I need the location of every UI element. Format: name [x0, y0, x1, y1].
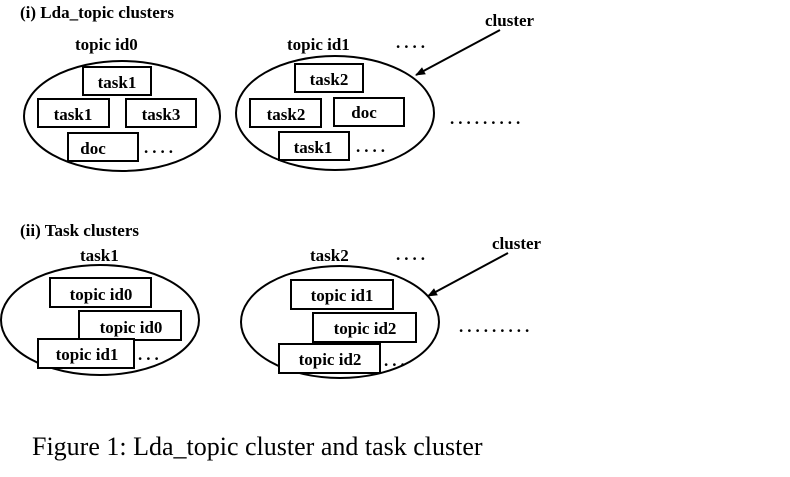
- section1-right-item-3: doc: [333, 97, 405, 127]
- section1-right-item-2: task2: [249, 98, 322, 128]
- section2-left-item-3: topic id1: [37, 338, 135, 369]
- item-label: doc: [80, 139, 106, 158]
- item-label: task2: [267, 105, 306, 124]
- section1-left-title: topic id0: [75, 35, 138, 54]
- section2-pointer-arrow: [427, 252, 509, 297]
- section2-right-title-trail: ....: [396, 245, 429, 264]
- section1-right-title: topic id1: [287, 35, 350, 54]
- item-label: task3: [142, 105, 181, 124]
- section1-right-cluster-ellipse: [235, 55, 435, 171]
- item-label: task2: [310, 70, 349, 89]
- section1-right-title-trail: ....: [396, 33, 429, 52]
- section2-left-item-2: topic id0: [78, 310, 182, 341]
- item-label: task1: [54, 105, 93, 124]
- section1-left-item-2: task1: [37, 98, 110, 128]
- section2-right-item-3: topic id2: [278, 343, 381, 374]
- item-label: topic id0: [70, 285, 133, 304]
- section2-right-item-2: topic id2: [312, 312, 417, 343]
- section1-left-item-1: task1: [82, 66, 152, 96]
- section2-right-item-1: topic id1: [290, 279, 394, 310]
- section2-left-item-1: topic id0: [49, 277, 152, 308]
- item-label: topic id2: [299, 350, 362, 369]
- item-label: topic id2: [334, 319, 397, 338]
- section1-left-cluster-ellipse: [23, 60, 221, 172]
- section1-right-trail: ....: [356, 137, 389, 156]
- section1-left-item-3: task3: [125, 98, 197, 128]
- item-label: topic id1: [311, 286, 374, 305]
- item-label: doc: [351, 103, 377, 122]
- section2-left-title: task1: [80, 246, 119, 265]
- section2-right-title: task2: [310, 246, 349, 265]
- section1-right-item-4: task1: [278, 131, 350, 161]
- section2-right-trail: ...: [384, 351, 409, 370]
- section2-outer-trail: .........: [459, 317, 533, 336]
- item-label: task1: [294, 138, 333, 157]
- section2-left-cluster-ellipse: [0, 264, 200, 376]
- section1-pointer-arrow: [415, 29, 501, 76]
- figure-caption: Figure 1: Lda_topic cluster and task clu…: [32, 432, 483, 461]
- section1-left-item-4: doc: [67, 132, 139, 162]
- section1-left-trail: ....: [144, 138, 177, 157]
- section2-right-cluster-ellipse: [240, 265, 440, 379]
- section2-pointer-label: cluster: [492, 234, 542, 253]
- section2-heading: (ii) Task clusters: [20, 221, 139, 240]
- section1-right-item-1: task2: [294, 63, 364, 93]
- section1-outer-trail: .........: [450, 109, 524, 128]
- item-label: topic id1: [56, 345, 119, 364]
- section2-left-trail: ...: [138, 345, 163, 364]
- section1-heading: (i) Lda_topic clusters: [20, 3, 174, 22]
- section1-pointer-label: cluster: [485, 11, 535, 30]
- item-label: topic id0: [100, 318, 163, 337]
- item-label: task1: [98, 73, 137, 92]
